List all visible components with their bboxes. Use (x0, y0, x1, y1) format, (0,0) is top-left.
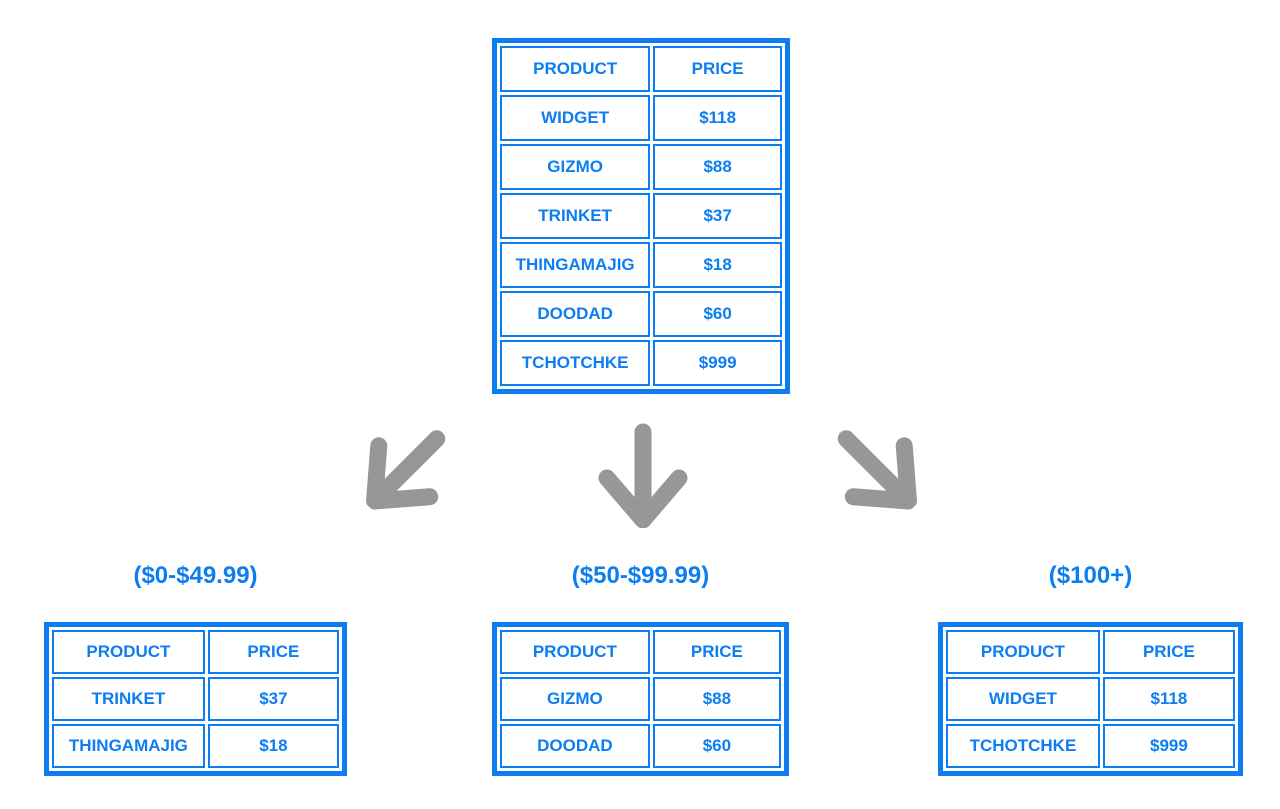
product-column-header: PRODUCT (52, 630, 205, 674)
product-cell: GIZMO (500, 144, 651, 190)
table-row: GIZMO$88 (500, 677, 781, 721)
table-row: TCHOTCHKE$999 (946, 724, 1235, 768)
price-cell: $60 (653, 291, 782, 337)
product-column-header: PRODUCT (946, 630, 1100, 674)
product-cell: TRINKET (500, 193, 651, 239)
price-cell: $37 (207, 677, 339, 721)
product-cell: THINGAMAJIG (500, 242, 651, 288)
table-row: TRINKET$37 (52, 677, 339, 721)
product-column-header: PRODUCT (500, 630, 650, 674)
price-cell: $999 (653, 340, 782, 386)
product-cell: TRINKET (52, 677, 205, 721)
bucket-label-high: ($100+) (1048, 562, 1133, 589)
arrow-down-right-icon (805, 397, 950, 542)
price-cell: $999 (1102, 724, 1235, 768)
table-row: DOODAD$60 (500, 724, 781, 768)
price-cell: $118 (1102, 677, 1235, 721)
price-column-header: PRICE (207, 630, 339, 674)
price-column-header: PRICE (653, 46, 782, 92)
price-column-header: PRICE (1102, 630, 1235, 674)
arrow-down-icon (593, 423, 693, 528)
table-row: TCHOTCHKE$999 (500, 340, 782, 386)
price-cell: $88 (652, 677, 781, 721)
bucket-label-low: ($0-$49.99) (133, 562, 258, 589)
table-row: DOODAD$60 (500, 291, 782, 337)
table-row: WIDGET$118 (500, 95, 782, 141)
product-cell: THINGAMAJIG (52, 724, 205, 768)
arrow-down-left-icon (334, 397, 479, 542)
price-column-header: PRICE (652, 630, 781, 674)
product-cell: WIDGET (946, 677, 1100, 721)
table-row: THINGAMAJIG$18 (500, 242, 782, 288)
price-cell: $88 (653, 144, 782, 190)
product-cell: WIDGET (500, 95, 651, 141)
table-row: GIZMO$88 (500, 144, 782, 190)
product-cell: TCHOTCHKE (946, 724, 1100, 768)
product-cell: DOODAD (500, 291, 651, 337)
price-cell: $18 (207, 724, 339, 768)
price-cell: $118 (653, 95, 782, 141)
product-cell: TCHOTCHKE (500, 340, 651, 386)
table-row: WIDGET$118 (946, 677, 1235, 721)
product-cell: DOODAD (500, 724, 650, 768)
product-column-header: PRODUCT (500, 46, 651, 92)
bucket-label-mid: ($50-$99.99) (571, 562, 710, 589)
product-cell: GIZMO (500, 677, 650, 721)
price-cell: $37 (653, 193, 782, 239)
price-cell: $18 (653, 242, 782, 288)
table-row: TRINKET$37 (500, 193, 782, 239)
table-row: THINGAMAJIG$18 (52, 724, 339, 768)
price-cell: $60 (652, 724, 781, 768)
